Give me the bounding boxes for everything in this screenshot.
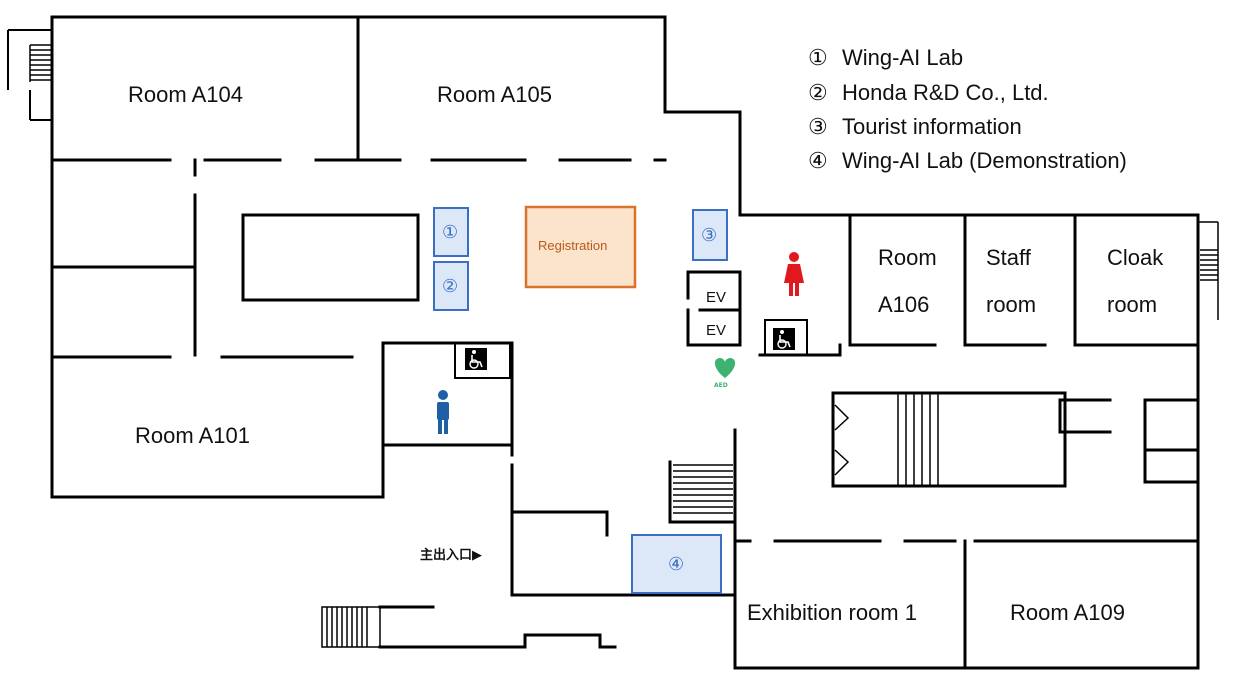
booth-1[interactable]: ① — [433, 207, 469, 257]
wheelchair-icon — [773, 328, 795, 350]
room-a109-label: Room A109 — [1010, 600, 1125, 625]
booth-3-number: ③ — [701, 225, 717, 246]
cloak-room-label-line1: Cloak — [1107, 245, 1164, 270]
legend-num-4: ④ — [808, 148, 828, 173]
booth-3[interactable]: ③ — [692, 209, 728, 261]
booth-1-number: ① — [442, 222, 458, 243]
booth-4[interactable]: ④ — [631, 534, 722, 594]
room-a105-label: Room A105 — [437, 82, 552, 107]
room-a101-label: Room A101 — [135, 423, 250, 448]
legend-label-3: Tourist information — [842, 114, 1022, 139]
booth-2-number: ② — [442, 276, 458, 297]
aed-heart-icon: AED — [710, 353, 740, 389]
stairs-icon — [7, 29, 1219, 648]
female-restroom-icon — [784, 252, 804, 296]
legend-num-1: ① — [808, 45, 828, 70]
registration-label: Registration — [538, 238, 607, 253]
legend: ① Wing-AI Lab ② Honda R&D Co., Ltd. ③ To… — [808, 45, 1127, 173]
booth-2[interactable]: ② — [433, 261, 469, 311]
wheelchair-icon — [465, 348, 487, 370]
exhibition-room-1-label: Exhibition room 1 — [747, 600, 917, 625]
main-entrance-label: 主出入口▶ — [420, 547, 482, 563]
legend-label-4: Wing-AI Lab (Demonstration) — [842, 148, 1127, 173]
staff-room-label-line2: room — [986, 292, 1036, 317]
registration-desk[interactable]: Registration — [524, 205, 637, 289]
legend-label-2: Honda R&D Co., Ltd. — [842, 80, 1049, 105]
cloak-room-label-line2: room — [1107, 292, 1157, 317]
walls — [50, 15, 742, 670]
legend-num-2: ② — [808, 80, 828, 105]
elevator-label-2: EV — [706, 322, 726, 339]
booth-4-number: ④ — [668, 554, 684, 575]
room-a106-label-line1: Room — [878, 245, 937, 270]
staff-room-label-line1: Staff — [986, 245, 1032, 270]
legend-label-1: Wing-AI Lab — [842, 45, 963, 70]
right-block-walls — [378, 213, 1200, 670]
legend-num-3: ③ — [808, 114, 828, 139]
elevator-label-1: EV — [706, 289, 726, 306]
room-a106-label-line2: A106 — [878, 292, 929, 317]
room-a104-label: Room A104 — [128, 82, 243, 107]
male-restroom-icon — [437, 390, 449, 434]
aed-label: AED — [714, 382, 728, 389]
